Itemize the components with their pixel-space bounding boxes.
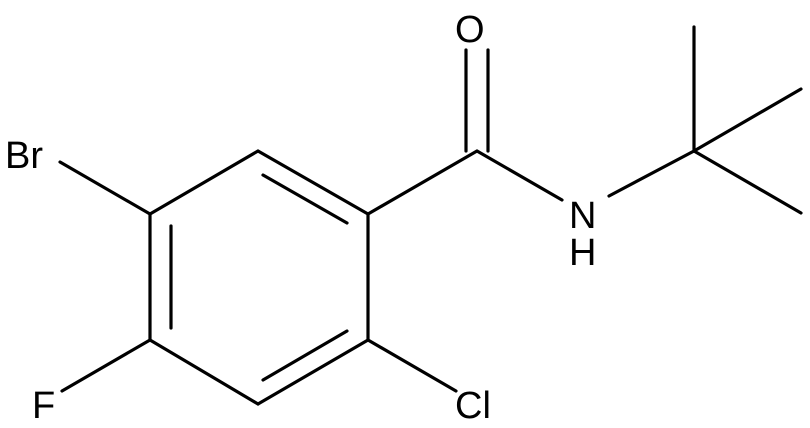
atom-label-n: N — [569, 195, 596, 237]
bond-ring-1-inner — [261, 173, 349, 225]
bond-ring-4 — [148, 338, 260, 406]
bond-carbonyl-n — [475, 149, 564, 202]
bond-n-tbutyl — [607, 149, 696, 198]
benzene-ring — [148, 149, 370, 406]
bond-tbutyl-methyl-upright — [692, 87, 803, 153]
bond-tbutyl-methyl-downright — [692, 149, 803, 215]
bond-ring-3-inner — [261, 329, 349, 382]
atom-label-br: Br — [5, 135, 43, 177]
atom-label-o: O — [455, 9, 485, 51]
bond-c-cl — [366, 338, 458, 393]
bond-c-f — [60, 338, 152, 393]
bond-c-br — [58, 160, 152, 216]
atom-label-cl: Cl — [455, 385, 491, 427]
bond-ring-carbonyl — [366, 149, 479, 216]
atom-label-h: H — [569, 232, 596, 274]
atom-label-f: F — [32, 385, 55, 427]
bond-ring-3 — [256, 338, 370, 406]
bond-ring-6 — [148, 149, 260, 216]
bond-ring-1 — [256, 149, 370, 216]
